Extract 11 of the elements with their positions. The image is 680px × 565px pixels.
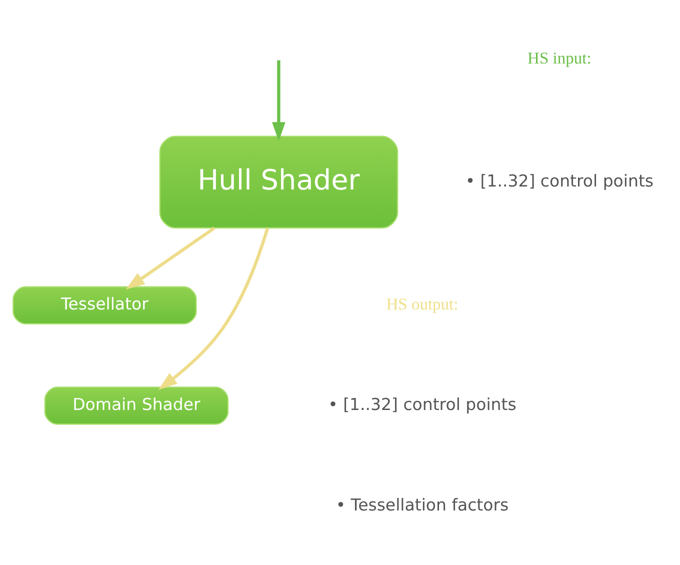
label: HS input: bbox=[528, 48, 592, 68]
node-box: Domain Shader bbox=[44, 386, 229, 425]
label: HS output: bbox=[386, 294, 458, 314]
arrow bbox=[158, 227, 270, 390]
label: • [1..32] control points bbox=[465, 171, 654, 190]
label: • [1..32] control points bbox=[328, 395, 516, 414]
label: • Tessellation factors bbox=[336, 495, 509, 514]
node-box: Hull Shader bbox=[159, 136, 398, 229]
arrow bbox=[126, 226, 216, 290]
arrow bbox=[272, 60, 286, 142]
node-box: Tessellator bbox=[12, 286, 197, 324]
